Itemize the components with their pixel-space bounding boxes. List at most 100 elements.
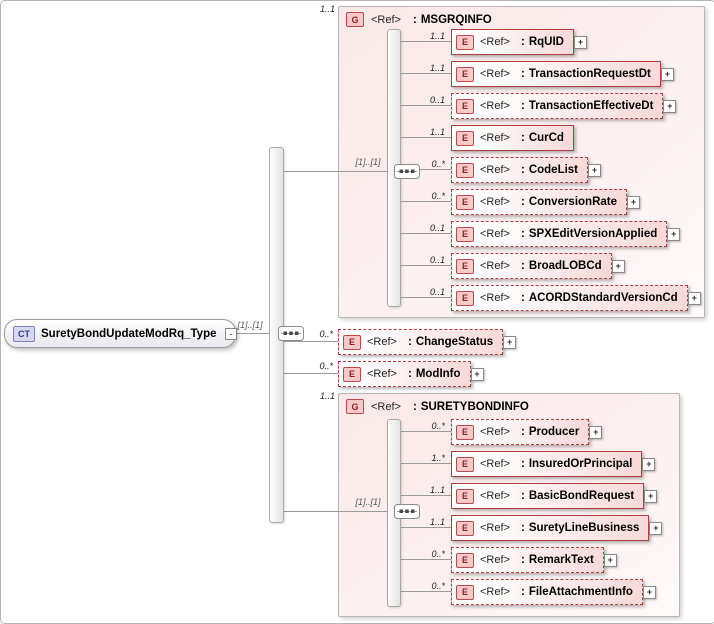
element-node-spxeditversionapplied[interactable]: E <Ref> : SPXEditVersionApplied + xyxy=(451,221,681,247)
expand-icon[interactable]: + xyxy=(663,100,677,113)
connector-line xyxy=(218,333,280,334)
element-badge: E xyxy=(456,552,474,568)
connector-line xyxy=(398,591,452,592)
element-ref: <Ref> xyxy=(480,196,510,208)
expand-icon[interactable]: + xyxy=(589,426,603,439)
element-badge: E xyxy=(456,520,474,536)
sequence-icon[interactable] xyxy=(394,504,420,519)
element-node-changestatus[interactable]: E <Ref> : ChangeStatus + xyxy=(338,329,517,355)
element-badge: E xyxy=(456,424,474,440)
element-name: BasicBondRequest xyxy=(528,490,635,502)
colon-separator: : xyxy=(520,522,525,534)
element-ref: <Ref> xyxy=(480,260,510,272)
element-badge: E xyxy=(456,258,474,274)
colon-separator: : xyxy=(412,400,417,413)
expand-icon[interactable]: + xyxy=(667,228,681,241)
cardinality-label: 0..1 xyxy=(429,95,445,105)
element-badge: E xyxy=(343,334,361,350)
colon-separator: : xyxy=(520,458,525,470)
connector-line xyxy=(398,137,452,138)
expand-icon[interactable]: + xyxy=(687,292,701,305)
colon-separator: : xyxy=(520,260,525,272)
colon-separator: : xyxy=(520,100,525,112)
expand-icon[interactable]: + xyxy=(627,196,640,209)
element-badge: E xyxy=(456,456,474,472)
element-node-basicbondrequest[interactable]: E <Ref> : BasicBondRequest + xyxy=(451,483,658,509)
group-node-msgrqinfo[interactable]: G <Ref> : MSGRQINFO xyxy=(339,7,704,32)
connector-line xyxy=(398,265,452,266)
connector-line xyxy=(398,559,452,560)
connector-line xyxy=(282,171,396,172)
element-name: FileAttachmentInfo xyxy=(528,586,633,598)
root-type-node[interactable]: CT SuretyBondUpdateModRq_Type - xyxy=(4,319,237,348)
colon-separator: : xyxy=(520,36,525,48)
expand-icon[interactable]: + xyxy=(660,68,674,81)
element-name: RemarkText xyxy=(528,554,594,566)
connector-line xyxy=(398,233,452,234)
element-node-remarktext[interactable]: E <Ref> : RemarkText + xyxy=(451,547,617,573)
element-ref: <Ref> xyxy=(367,368,397,380)
element-ref: <Ref> xyxy=(480,586,510,598)
sequence-icon[interactable] xyxy=(394,164,420,179)
connector-line xyxy=(398,527,452,528)
element-name: TransactionRequestDt xyxy=(528,68,651,80)
cardinality-label: 0..1 xyxy=(429,287,445,297)
element-node-codelist[interactable]: E <Ref> : CodeList + xyxy=(451,157,602,183)
group-name: MSGRQINFO xyxy=(420,13,492,26)
group-name: SURETYBONDINFO xyxy=(420,400,529,413)
element-node-fileattachmentinfo[interactable]: E <Ref> : FileAttachmentInfo + xyxy=(451,579,656,605)
element-ref: <Ref> xyxy=(480,228,510,240)
collapse-toggle[interactable]: - xyxy=(225,328,237,340)
sequence-icon[interactable] xyxy=(278,326,304,341)
cardinality-label: 0..* xyxy=(319,361,333,371)
group-node-suretybondinfo[interactable]: G <Ref> : SURETYBONDINFO xyxy=(339,394,679,419)
root-type-name: SuretyBondUpdateModRq_Type xyxy=(41,327,217,340)
element-node-conversionrate[interactable]: E <Ref> : ConversionRate + xyxy=(451,189,640,215)
element-node-modinfo[interactable]: E <Ref> : ModInfo + xyxy=(338,361,484,387)
element-name: ConversionRate xyxy=(528,196,617,208)
element-node-insuredorprincipal[interactable]: E <Ref> : InsuredOrPrincipal + xyxy=(451,451,656,477)
expand-icon[interactable]: + xyxy=(642,586,656,599)
element-node-transactioneffectivedt[interactable]: E <Ref> : TransactionEffectiveDt + xyxy=(451,93,677,119)
expand-icon[interactable]: + xyxy=(470,368,484,381)
element-node-suretylinebusiness[interactable]: E <Ref> : SuretyLineBusiness + xyxy=(451,515,663,541)
expand-icon[interactable]: + xyxy=(611,260,625,273)
element-name: CurCd xyxy=(528,132,564,144)
cardinality-label: 1..1 xyxy=(319,4,335,14)
colon-separator: : xyxy=(412,13,417,26)
expand-icon[interactable]: + xyxy=(503,336,517,349)
element-node-transactionrequestdt[interactable]: E <Ref> : TransactionRequestDt + xyxy=(451,61,674,87)
expand-icon[interactable]: + xyxy=(603,554,617,567)
element-ref: <Ref> xyxy=(480,292,510,304)
element-name: ChangeStatus xyxy=(415,336,494,348)
cardinality-label: 0..1 xyxy=(429,255,445,265)
element-node-rquid[interactable]: E <Ref> : RqUID + xyxy=(451,29,587,55)
cardinality-label: 0..* xyxy=(319,329,333,339)
expand-icon[interactable]: + xyxy=(588,164,602,177)
element-ref: <Ref> xyxy=(480,522,510,534)
element-ref: <Ref> xyxy=(480,68,510,80)
element-ref: <Ref> xyxy=(480,164,510,176)
element-node-acordstandardversioncd[interactable]: E <Ref> : ACORDStandardVersionCd + xyxy=(451,285,701,311)
element-ref: <Ref> xyxy=(480,132,510,144)
connector-line xyxy=(398,169,452,170)
expand-icon[interactable]: + xyxy=(573,36,587,49)
group-ref: <Ref> xyxy=(371,13,401,26)
cardinality-label: 1..1 xyxy=(319,391,335,401)
expand-icon[interactable]: + xyxy=(644,490,658,503)
element-node-broadlobcd[interactable]: E <Ref> : BroadLOBCd + xyxy=(451,253,625,279)
element-badge: E xyxy=(456,162,474,178)
expand-icon[interactable]: + xyxy=(649,522,663,535)
element-ref: <Ref> xyxy=(480,36,510,48)
element-node-curcd[interactable]: E <Ref> : CurCd xyxy=(451,125,574,151)
colon-separator: : xyxy=(520,490,525,502)
group-ref: <Ref> xyxy=(371,400,401,413)
element-node-producer[interactable]: E <Ref> : Producer + xyxy=(451,419,603,445)
connector-line xyxy=(282,511,396,512)
expand-icon[interactable]: + xyxy=(642,458,656,471)
connector-line xyxy=(398,73,452,74)
cardinality-label: [1]..[1] xyxy=(237,320,263,330)
element-name: BroadLOBCd xyxy=(528,260,602,272)
element-name: SuretyLineBusiness xyxy=(528,522,640,534)
